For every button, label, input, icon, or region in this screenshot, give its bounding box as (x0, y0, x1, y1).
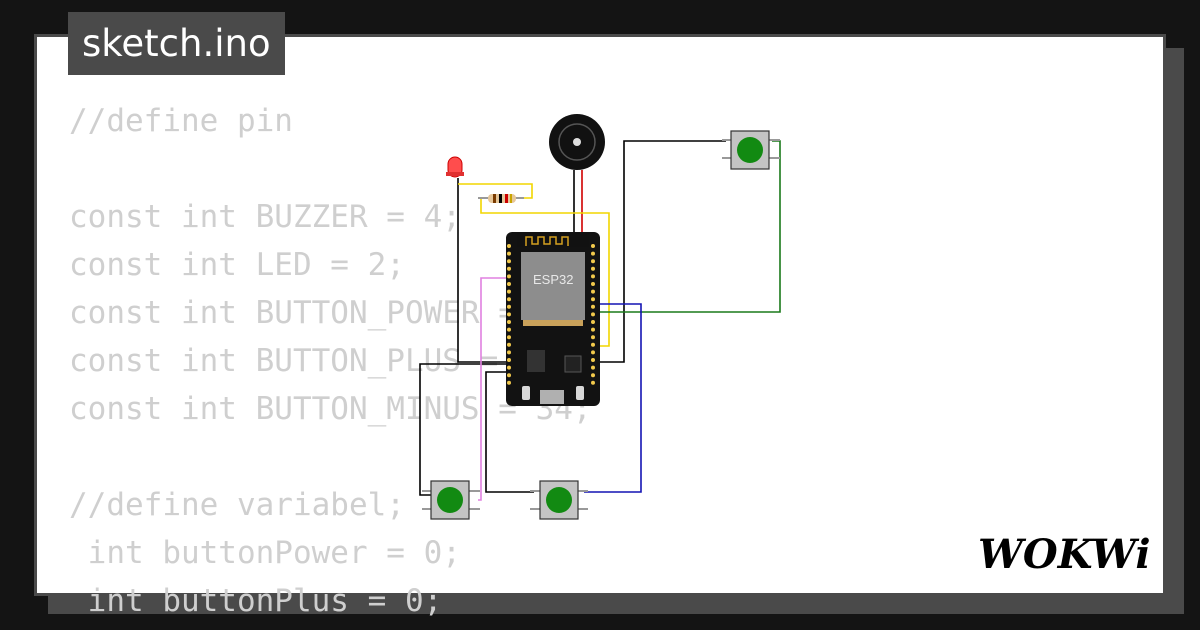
header-pin (591, 320, 595, 324)
header-pin (507, 335, 511, 340)
wire-blue (584, 303, 642, 493)
header-pin (507, 282, 511, 286)
code-line: int buttonPlus = 0; (69, 583, 443, 619)
wire-black-plus (419, 363, 511, 496)
code-line: //define variabel; (69, 487, 405, 523)
header-pin (507, 320, 511, 324)
header-pin (591, 335, 595, 340)
header-pin (507, 244, 511, 248)
pushbutton-plus[interactable] (422, 480, 480, 520)
header-pin (591, 350, 595, 355)
wire-black-power (596, 140, 726, 363)
wire-black-minus (485, 371, 534, 493)
header-pin (507, 312, 511, 317)
header-pin (591, 259, 595, 264)
header-pin (507, 327, 511, 332)
header-pin (591, 380, 595, 385)
header-pin (507, 274, 511, 279)
header-pin (507, 373, 511, 378)
buzzer[interactable] (549, 114, 605, 170)
header-pin (507, 259, 511, 264)
header-pin (591, 297, 595, 302)
code-line: int buttonPower = 0; (69, 535, 461, 571)
led-red[interactable] (446, 156, 464, 178)
code-line: const int BUTTON_MINUS = 34; (69, 391, 592, 427)
header-pin (591, 342, 595, 347)
header-pin (591, 266, 595, 271)
header-pin (591, 282, 595, 286)
code-line: const int BUZZER = 4; (69, 199, 461, 235)
header-pin (591, 365, 595, 370)
resistor[interactable] (478, 194, 524, 203)
code-line: const int BUTTON_PLUS = 21; (69, 343, 573, 379)
header-pin (591, 251, 595, 256)
header-pin (591, 304, 595, 309)
header-pin (507, 266, 511, 271)
code-editor: //define pin const int BUZZER = 4; const … (69, 97, 592, 625)
header-pin (591, 312, 595, 317)
code-line: const int LED = 2; (69, 247, 405, 283)
header-pin (507, 304, 511, 309)
pushbutton-power[interactable] (722, 130, 780, 170)
header-pin (507, 380, 511, 385)
header-pin (507, 358, 511, 362)
header-pin (591, 358, 595, 362)
wire-black-led (457, 178, 511, 363)
wire-yellow (480, 198, 610, 347)
wokwi-logo: WOKWi (978, 531, 1151, 578)
wire-yellow (458, 183, 533, 199)
header-pin (507, 289, 511, 294)
header-pin (591, 289, 595, 294)
header-pin (507, 342, 511, 347)
header-pin (507, 297, 511, 302)
header-pin (591, 244, 595, 248)
logo-text: WOKWi (978, 531, 1151, 578)
board-label: ESP32 (533, 272, 573, 287)
header-pin (507, 365, 511, 370)
esp32-board[interactable]: ESP32 (506, 232, 600, 406)
wire-violet (478, 277, 511, 501)
header-pin (591, 274, 595, 279)
pushbutton-minus[interactable] (530, 480, 588, 520)
code-line: //define pin (69, 103, 293, 139)
header-pin (591, 373, 595, 378)
file-tab[interactable]: sketch.ino (68, 12, 285, 75)
header-pin (507, 350, 511, 355)
header-pin (591, 327, 595, 332)
header-pin (507, 251, 511, 256)
